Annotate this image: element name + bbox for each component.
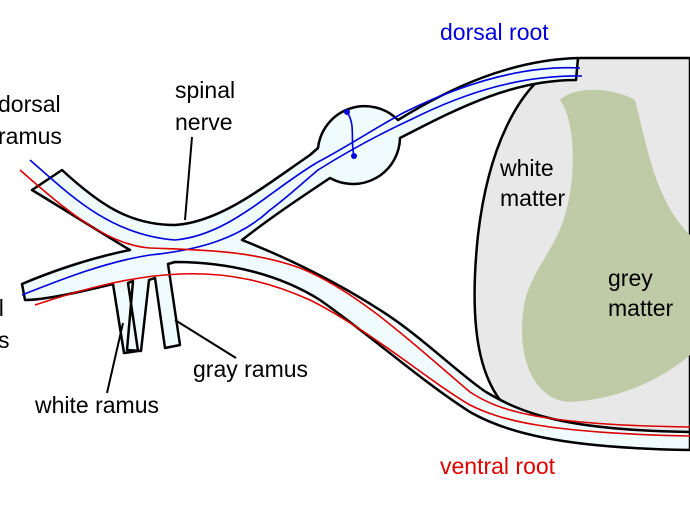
dorsal-ramus-label-line1: dorsal	[0, 91, 61, 117]
white-ramus-label: white ramus	[35, 392, 159, 418]
dorsal-root-label: dorsal root	[440, 19, 549, 45]
ventral-root-label: ventral root	[440, 453, 556, 479]
spinal-nerve-label-line2: nerve	[175, 109, 233, 135]
dorsal-ramus-label-line2: ramus	[0, 123, 62, 149]
motor-fiber-dorsal-ramus	[19, 169, 690, 428]
spinal-nerve-label-line1: spinal	[175, 77, 236, 103]
motor-fiber-ventral-ramus	[34, 272, 690, 437]
ventral-ramus-label-line1: al	[0, 295, 4, 321]
spinal-nerve-leader	[184, 136, 193, 221]
grey-matter	[522, 89, 690, 403]
grey-matter-label-line2: matter	[608, 295, 674, 321]
gray-ramus-leader	[174, 319, 237, 359]
sensory-fiber-ventral-ramus	[21, 75, 583, 296]
grey-matter-label-line1: grey	[608, 265, 653, 291]
ganglion-fiber	[346, 111, 355, 157]
white-matter-label-line1: white	[500, 155, 554, 181]
ventral-ramus-label-line2: s	[0, 327, 10, 353]
sensory-fiber-dorsal-ramus	[29, 159, 319, 241]
sensory-fiber-dorsal-root	[317, 66, 581, 163]
white-ramus-leader	[106, 322, 124, 394]
gray-ramus-label: gray ramus	[193, 356, 309, 382]
ganglion-dot-upper	[344, 109, 350, 115]
ganglion-dot-lower	[351, 153, 357, 159]
white-matter-label-line2: matter	[500, 185, 566, 211]
